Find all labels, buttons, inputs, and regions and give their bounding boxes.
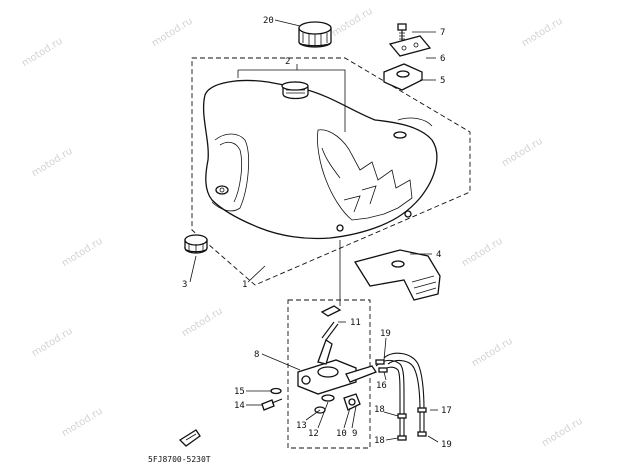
cock-gasket [320,305,342,317]
callout-18-mid: 18 [374,405,385,415]
tank-assembly-boundary [191,57,471,286]
fuel-cock [297,321,377,395]
callout-15: 15 [234,387,245,397]
callout-1: 1 [242,280,247,290]
rear-mount-bracket [353,249,441,301]
callout-20: 20 [263,16,274,26]
callout-13: 13 [296,421,307,431]
callout-numbers: 20 2 7 6 5 4 3 1 11 8 15 14 13 12 10 9 1… [182,16,452,450]
hose-clip [375,359,427,441]
fuel-hose [375,352,425,436]
screw [261,398,283,411]
callout-6: 6 [440,54,445,64]
bolt [397,23,407,42]
callout-4: 4 [436,250,441,260]
callout-10: 10 [336,429,347,439]
callout-2: 2 [285,57,290,67]
callout-11: 11 [350,318,361,328]
screw-washer [270,387,282,395]
fuel-tank [202,79,438,240]
callout-16: 16 [376,381,387,391]
callout-8: 8 [254,350,259,360]
callout-9: 9 [352,429,357,439]
front-arrow-icon [178,429,201,447]
callout-14: 14 [234,401,245,411]
mount-bracket [388,35,432,57]
callout-3: 3 [182,280,187,290]
filler-cap [298,21,332,48]
drawing-code: 5FJ8700-5230T [148,455,211,464]
cock-lever [343,393,361,411]
callout-12: 12 [308,429,319,439]
cock-washer [314,394,335,414]
callout-19-low: 19 [441,440,452,450]
mount-cap [184,234,208,254]
callout-19-top: 19 [380,329,391,339]
rubber-damper [383,63,423,91]
callout-7: 7 [440,28,445,38]
callout-17: 17 [441,406,452,416]
leader-lines [189,19,439,443]
callout-5: 5 [440,76,445,86]
callout-18-low: 18 [374,436,385,446]
